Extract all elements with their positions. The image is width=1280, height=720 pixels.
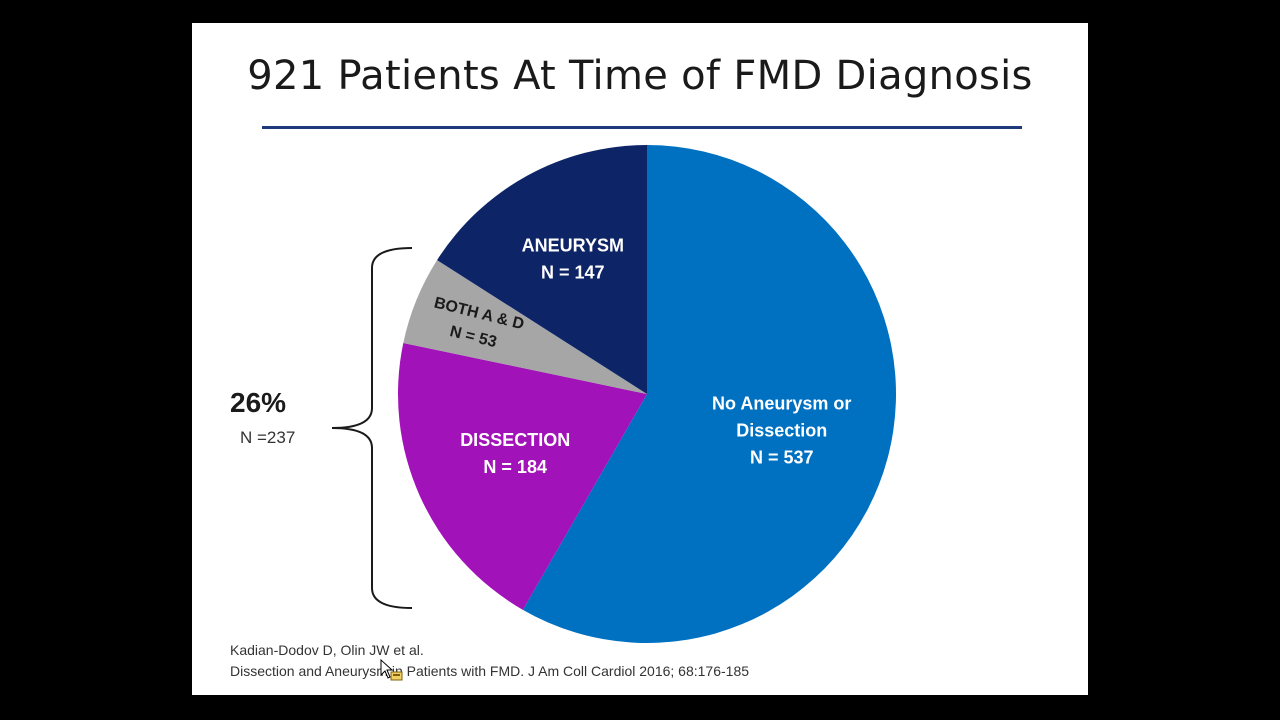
pie-slice-dissection (398, 342, 647, 610)
bracket-percent: 26% (230, 387, 287, 418)
citation-authors: Kadian-Dodov D, Olin JW et al. (230, 642, 424, 658)
bracket-count: N =237 (240, 428, 296, 447)
title-underline (262, 126, 1022, 129)
citation-reference: Dissection and Aneurysm in Patients with… (230, 663, 750, 679)
slide: 921 Patients At Time of FMD Diagnosis No… (192, 23, 1088, 695)
pie-slice-aneurysm (437, 145, 647, 394)
pie-slice-no-aneurysm-or-dissection (522, 145, 896, 644)
pie-slice-both-a-d (403, 260, 647, 394)
mouse-cursor-icon (380, 659, 403, 681)
slide-title: 921 Patients At Time of FMD Diagnosis (247, 53, 1033, 99)
curly-brace (331, 247, 413, 609)
